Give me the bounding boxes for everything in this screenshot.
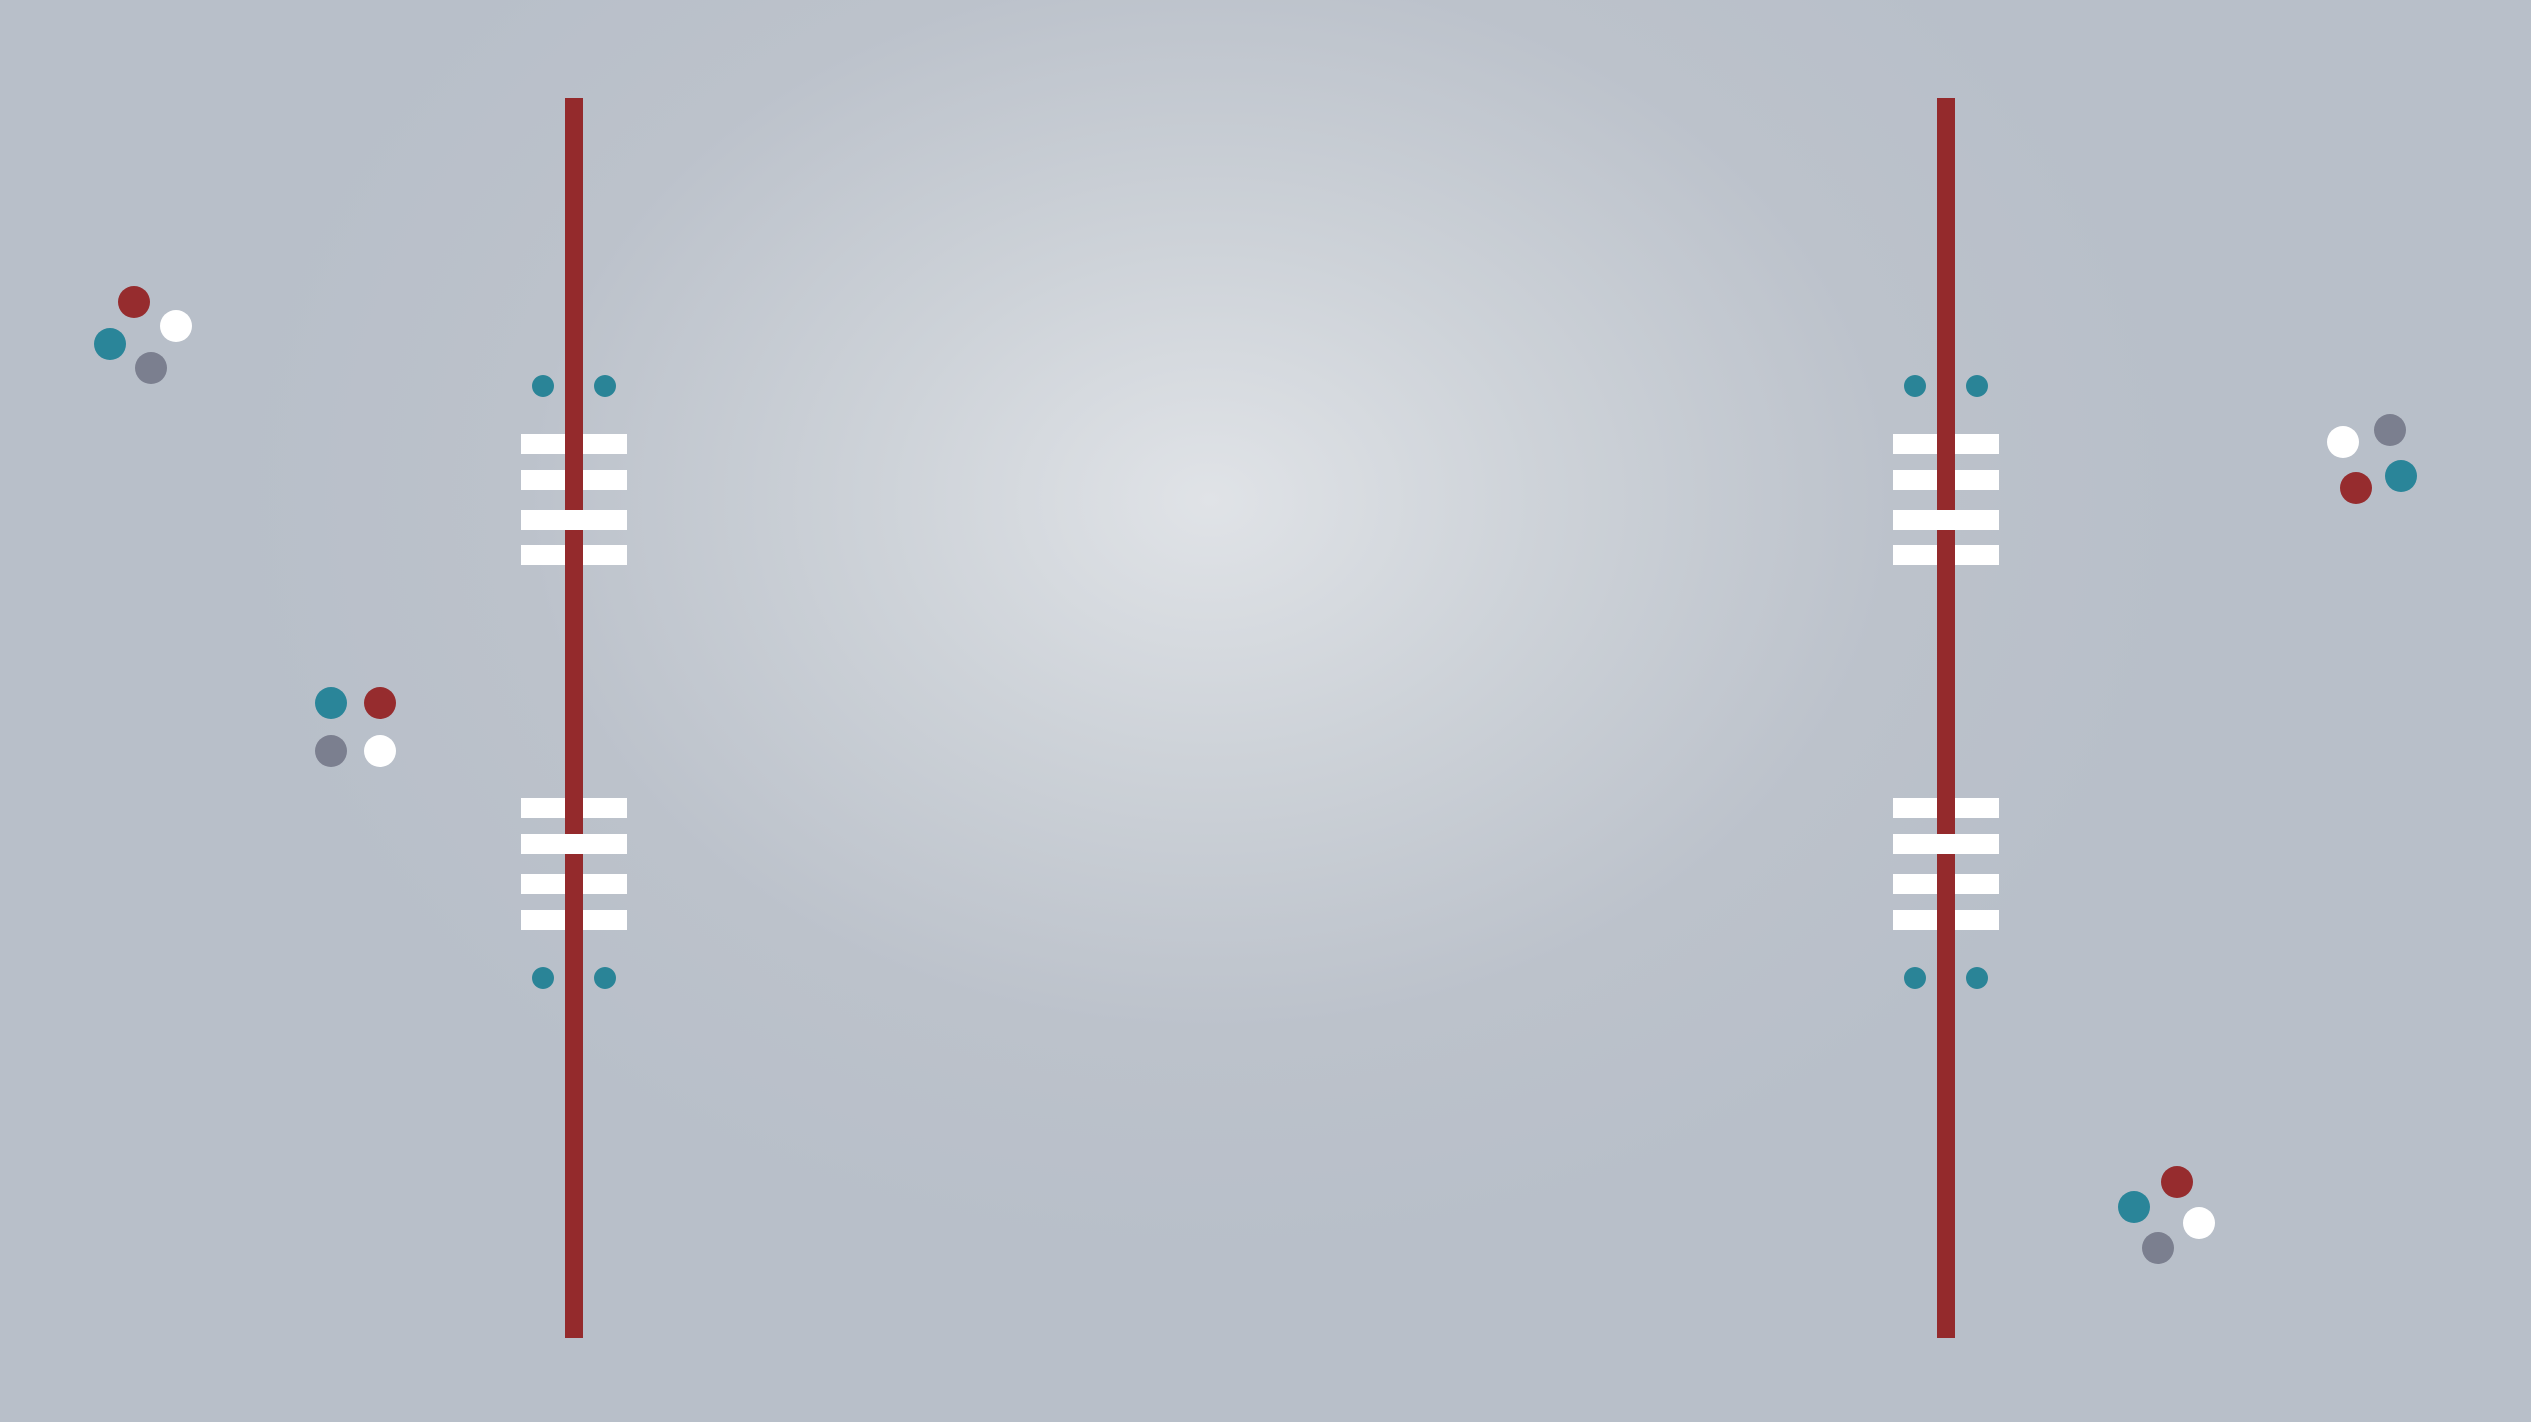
rail-right-dash-left [1893, 874, 1937, 894]
cluster-mid-left-gray-dot [315, 735, 347, 767]
rail-left-stud-dot [532, 967, 554, 989]
rail-left-dash [521, 874, 627, 894]
rail-right-dash-left [1893, 834, 1999, 854]
rail-right-bar [1937, 98, 1955, 1338]
cluster-top-left-red-dot [118, 286, 150, 318]
rail-left-dash-right [583, 798, 627, 818]
rail-left-bar [565, 98, 583, 1338]
rail-left-dash-right [583, 874, 627, 894]
rail-left-dash-right [583, 470, 627, 490]
rail-right-dash-right [1955, 470, 1999, 490]
rail-left-dash [521, 834, 627, 854]
cluster-right-red-dot [2340, 472, 2372, 504]
cluster-bottom-right-red-dot [2161, 1166, 2193, 1198]
rail-right-stud-dot [1966, 375, 1988, 397]
rail-left-stud-dot [594, 967, 616, 989]
rail-right-dash-left [1893, 434, 1937, 454]
cluster-bottom-right-teal-dot [2118, 1191, 2150, 1223]
rail-left-dash-right [583, 434, 627, 454]
rail-left-dash [521, 545, 627, 565]
cluster-top-left-teal-dot [94, 328, 126, 360]
rail-left-dash-left [521, 434, 565, 454]
cluster-right-teal-dot [2385, 460, 2417, 492]
rail-right-dash [1893, 434, 1999, 454]
rail-left-dash-right [583, 910, 627, 930]
rail-right-dash-right [1955, 910, 1999, 930]
rail-left-dash-left [521, 798, 565, 818]
rail-left-dash-left [521, 510, 627, 530]
rail-right-dash-right [1955, 434, 1999, 454]
rail-left-dash [521, 510, 627, 530]
cluster-mid-left-teal-dot [315, 687, 347, 719]
cluster-bottom-right-gray-dot [2142, 1232, 2174, 1264]
rail-left-dash-left [521, 874, 565, 894]
rail-right-dash [1893, 874, 1999, 894]
rail-right-dash [1893, 510, 1999, 530]
rail-right-dash-left [1893, 470, 1937, 490]
cluster-top-left-white-dot [160, 310, 192, 342]
rail-left-stud-dot [594, 375, 616, 397]
rail-left-dash-left [521, 470, 565, 490]
rail-left-dash-right [583, 545, 627, 565]
cluster-bottom-right-white-dot [2183, 1207, 2215, 1239]
rail-left-dash-left [521, 545, 565, 565]
rail-left-stud-dot [532, 375, 554, 397]
cluster-right-gray-dot [2374, 414, 2406, 446]
rail-right-dash-left [1893, 910, 1937, 930]
rail-right-dash [1893, 834, 1999, 854]
rail-right-dash-right [1955, 798, 1999, 818]
rail-left-dash [521, 434, 627, 454]
rail-left-dash-left [521, 834, 627, 854]
rail-left-dash [521, 910, 627, 930]
rail-left-dash [521, 798, 627, 818]
rail-right-stud-dot [1966, 967, 1988, 989]
rail-right-dash-left [1893, 545, 1937, 565]
cluster-right-white-dot [2327, 426, 2359, 458]
rail-right-dash [1893, 470, 1999, 490]
rail-right-stud-dot [1904, 375, 1926, 397]
rail-right-stud-dot [1904, 967, 1926, 989]
rail-right-dash-right [1955, 874, 1999, 894]
cluster-mid-left-white-dot [364, 735, 396, 767]
cluster-mid-left-red-dot [364, 687, 396, 719]
rail-right-dash [1893, 545, 1999, 565]
rail-right-dash-right [1955, 545, 1999, 565]
rail-right-dash-left [1893, 510, 1999, 530]
cluster-top-left-gray-dot [135, 352, 167, 384]
rail-right-dash-left [1893, 798, 1937, 818]
rail-right-dash [1893, 910, 1999, 930]
rail-left-dash-left [521, 910, 565, 930]
rail-right-dash [1893, 798, 1999, 818]
rail-left-dash [521, 470, 627, 490]
